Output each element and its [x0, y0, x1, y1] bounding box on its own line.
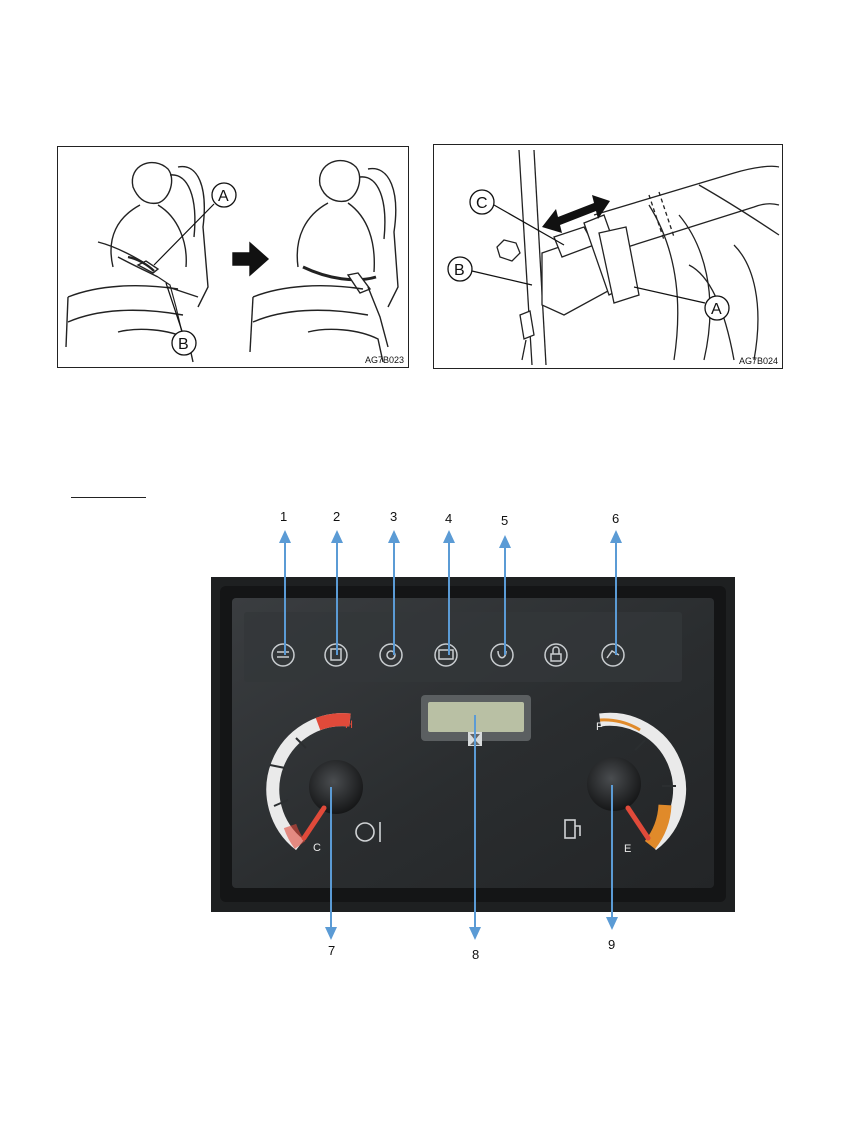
callout-number: 1 [280, 509, 287, 524]
callout-number: 8 [472, 947, 479, 962]
callout-number: 3 [390, 509, 397, 524]
callout-number: 5 [501, 513, 508, 528]
callout-number: 7 [328, 943, 335, 958]
callout-number: 6 [612, 511, 619, 526]
fuel-empty-label: E [624, 843, 631, 855]
callout-number: 9 [608, 937, 615, 952]
temp-gauge-knob [309, 760, 363, 814]
fuel-gauge-knob [587, 757, 641, 811]
temp-hot-label: H [345, 719, 353, 731]
fuel-full-label: F [596, 721, 603, 733]
callout-number: 4 [445, 511, 452, 526]
callout-number: 2 [333, 509, 340, 524]
temp-cold-label: C [313, 842, 321, 854]
